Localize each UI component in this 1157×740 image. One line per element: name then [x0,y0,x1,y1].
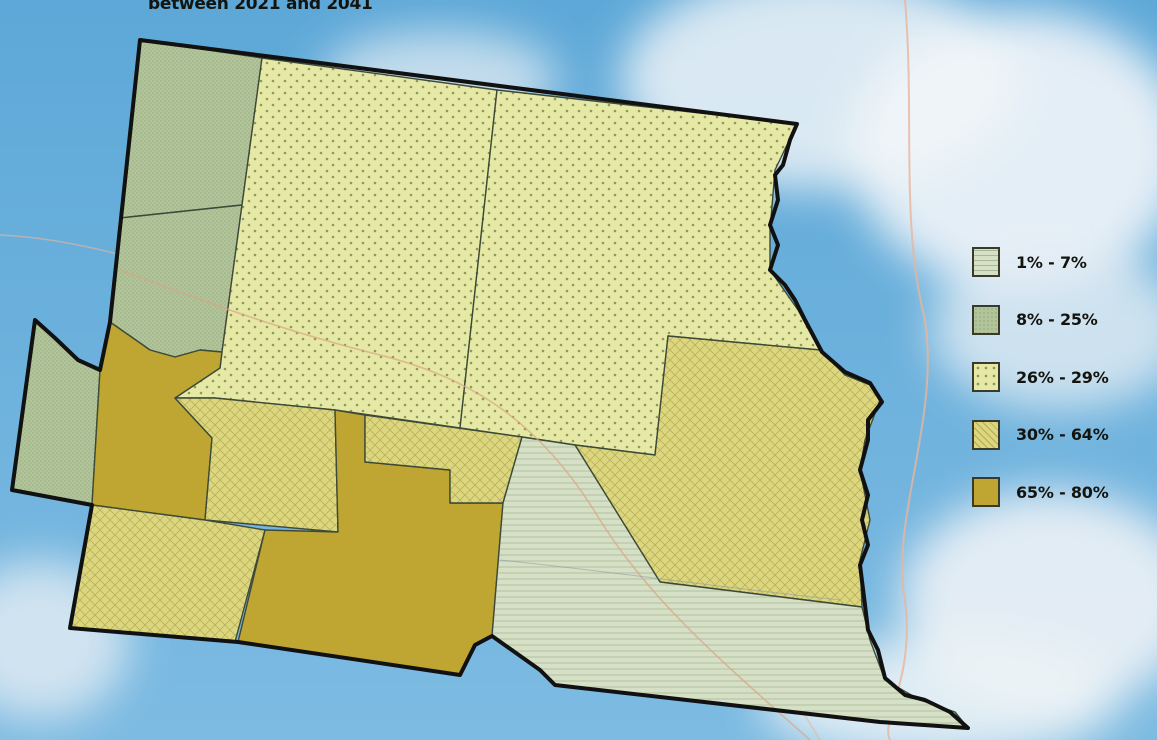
legend-swatch-26-29 [972,362,1000,392]
road-line [887,0,929,740]
map-title: between 2021 and 2041 [148,0,373,14]
legend-label: 65% - 80% [1016,482,1109,502]
road-line [119,269,811,740]
county-boundary [10,38,970,730]
legend-swatch-30-64 [972,419,1000,450]
road-line [499,559,841,601]
legend-label: 1% - 7% [1016,252,1087,272]
region-north-west[interactable] [119,39,263,219]
region-north-west-lower[interactable] [109,204,243,358]
legend-swatch-1-7 [972,247,1000,277]
legend-label: 30% - 64% [1016,425,1109,444]
legend-swatch-65-80 [972,477,1000,507]
legend-swatch-8-25 [972,304,1000,335]
legend-label: 8% - 25% [1016,310,1098,329]
region-south-west[interactable] [69,504,266,643]
legend-item: 1% - 7% [972,247,1109,277]
legend-item: 26% - 29% [972,362,1109,392]
legend-label: 26% - 29% [1016,367,1109,387]
legend: 1% - 7% 8% - 25% 26% - 29% 30% - 64% 65%… [972,247,1109,535]
region-west-center[interactable] [91,321,223,521]
legend-item: 65% - 80% [972,477,1109,507]
legend-item: 8% - 25% [972,304,1109,335]
legend-item: 30% - 64% [972,419,1109,450]
